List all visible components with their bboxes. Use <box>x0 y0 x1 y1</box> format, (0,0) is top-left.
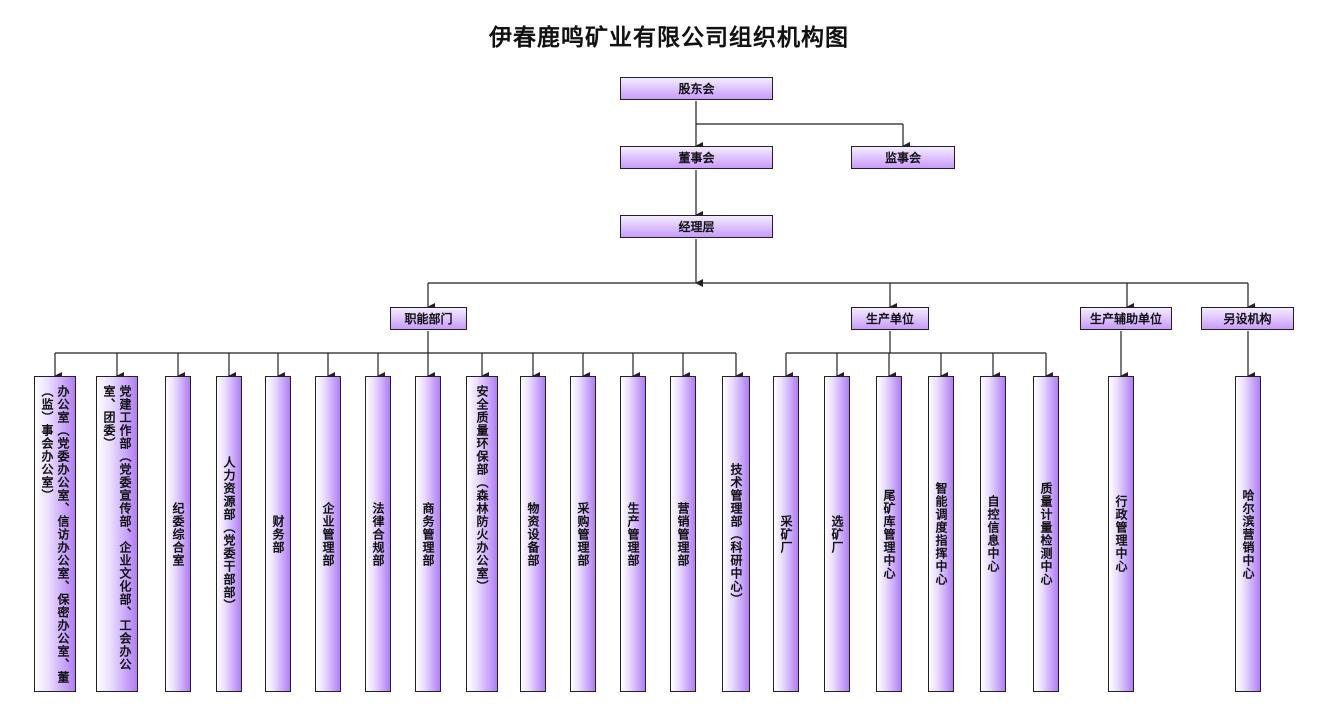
dept-label: 法律合规部 <box>371 501 385 567</box>
unit-label: 行政管理中心 <box>1114 495 1128 573</box>
node-supervisors: 监事会 <box>851 146 955 169</box>
dept-label: 企业管理部 <box>321 501 335 567</box>
unit-box: 采矿厂 <box>773 376 799 692</box>
unit-box: 自控信息中心 <box>980 376 1006 692</box>
node-label: 另设机构 <box>1223 312 1272 326</box>
node-aux-units: 生产辅助单位 <box>1080 307 1172 330</box>
dept-label: 党建工作部（党委宣传部、企业文化部、工会办公室、团委） <box>102 385 132 671</box>
unit-label: 哈尔滨营销中心 <box>1241 488 1255 580</box>
node-label: 监事会 <box>884 151 921 165</box>
dept-box: 人力资源部（党委干部部） <box>216 376 242 692</box>
dept-label: 物资设备部 <box>526 501 540 567</box>
dept-box: 物资设备部 <box>520 376 546 692</box>
dept-box: 办公室（党委办公室、信访办公室、保密办公室、董（监）事会办公室） <box>34 376 76 692</box>
node-label: 经理层 <box>678 220 715 234</box>
unit-label: 选矿厂 <box>830 514 844 554</box>
node-label: 职能部门 <box>404 312 453 326</box>
node-board: 董事会 <box>620 146 773 169</box>
unit-box: 质量计量检测中心 <box>1033 376 1059 692</box>
unit-label: 质量计量检测中心 <box>1039 482 1053 586</box>
dept-box: 党建工作部（党委宣传部、企业文化部、工会办公室、团委） <box>96 376 138 692</box>
node-production-units: 生产单位 <box>851 307 929 330</box>
dept-label: 采购管理部 <box>576 501 590 567</box>
dept-label: 财务部 <box>271 514 285 554</box>
unit-box: 智能调度指挥中心 <box>928 376 954 692</box>
node-label: 生产单位 <box>865 312 914 326</box>
dept-box: 财务部 <box>265 376 291 692</box>
unit-label: 尾矿库管理中心 <box>882 488 896 580</box>
node-label: 生产辅助单位 <box>1089 312 1162 326</box>
node-other-units: 另设机构 <box>1201 307 1294 330</box>
node-management: 经理层 <box>620 215 773 238</box>
dept-label: 商务管理部 <box>421 501 435 567</box>
dept-label: 纪委综合室 <box>171 501 185 567</box>
dept-box: 采购管理部 <box>570 376 596 692</box>
other-unit-box: 哈尔滨营销中心 <box>1235 376 1261 692</box>
dept-label: 办公室（党委办公室、信访办公室、保密办公室、董（监）事会办公室） <box>40 385 70 684</box>
unit-label: 采矿厂 <box>779 514 793 554</box>
dept-label: 生产管理部 <box>626 501 640 567</box>
unit-label: 智能调度指挥中心 <box>934 482 948 586</box>
aux-unit-box: 行政管理中心 <box>1108 376 1134 692</box>
node-shareholders: 股东会 <box>620 77 773 100</box>
dept-box: 纪委综合室 <box>165 376 191 692</box>
node-label: 股东会 <box>678 82 715 96</box>
unit-box: 尾矿库管理中心 <box>876 376 902 692</box>
node-functional-depts: 职能部门 <box>390 307 467 330</box>
dept-box: 安全质量环保部（森林防火办公室） <box>466 376 498 692</box>
dept-box: 营销管理部 <box>670 376 696 692</box>
dept-label: 人力资源部（党委干部部） <box>222 456 236 612</box>
dept-label: 安全质量环保部（森林防火办公室） <box>475 385 489 593</box>
dept-box: 生产管理部 <box>620 376 646 692</box>
dept-box: 商务管理部 <box>415 376 441 692</box>
dept-label: 营销管理部 <box>676 501 690 567</box>
dept-box: 技术管理部（科研中心） <box>722 376 750 692</box>
unit-box: 选矿厂 <box>824 376 850 692</box>
chart-title: 伊春鹿鸣矿业有限公司组织机构图 <box>489 25 849 51</box>
unit-label: 自控信息中心 <box>986 495 1000 573</box>
dept-box: 企业管理部 <box>315 376 341 692</box>
dept-label: 技术管理部（科研中心） <box>729 462 743 606</box>
node-label: 董事会 <box>678 151 715 165</box>
dept-box: 法律合规部 <box>365 376 391 692</box>
